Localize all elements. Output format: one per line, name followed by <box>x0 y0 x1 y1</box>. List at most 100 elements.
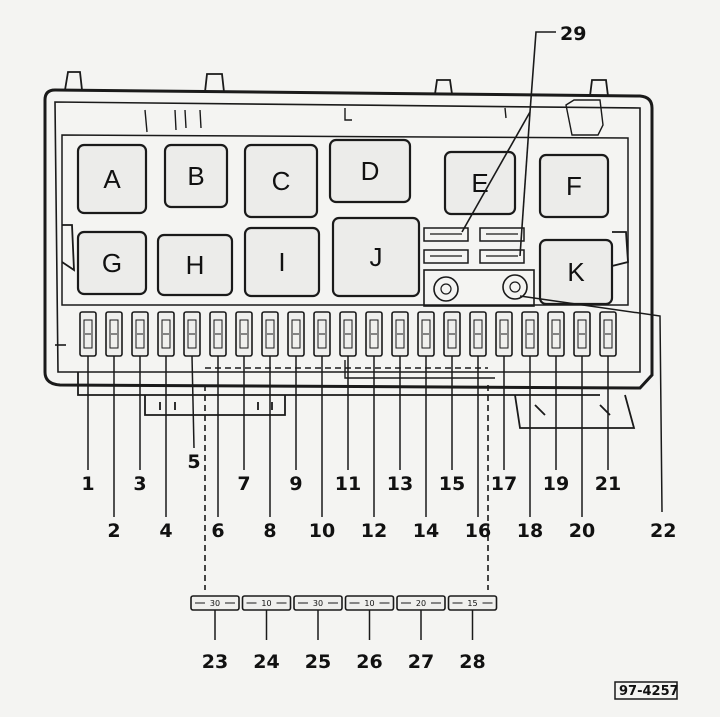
relay-label-h: H <box>186 250 205 280</box>
callout-18: 18 <box>517 520 543 542</box>
connector-right <box>502 274 528 300</box>
callout-13: 13 <box>387 473 413 495</box>
callout-11: 11 <box>335 473 361 495</box>
relay-h: H <box>156 233 234 297</box>
connector-left <box>433 276 459 302</box>
relay-f: F <box>538 153 610 219</box>
callout-2: 2 <box>107 520 120 542</box>
relay-label-i: I <box>278 247 285 277</box>
relay-label-d: D <box>361 156 380 186</box>
callout-22-leader <box>519 295 663 513</box>
spare-fuse-value-24: 10 <box>261 599 271 608</box>
relay-label-j: J <box>370 242 383 272</box>
callout-21: 21 <box>595 473 621 495</box>
spare-fuse-value-25: 30 <box>313 599 323 608</box>
spare-fuse-value-27: 20 <box>416 599 426 608</box>
fuse-slot-14 <box>417 311 435 357</box>
callout-14: 14 <box>413 520 439 542</box>
fuse-slot-15 <box>443 311 461 357</box>
callout-25: 25 <box>305 651 331 673</box>
callout-27: 27 <box>408 651 434 673</box>
relay-label-b: B <box>187 161 204 191</box>
reference-code-box <box>614 681 678 700</box>
callout-3: 3 <box>133 473 146 495</box>
callout-8: 8 <box>263 520 276 542</box>
callout-7: 7 <box>237 473 250 495</box>
relay-e: E <box>443 150 517 216</box>
leader-lines <box>87 355 609 517</box>
callout-4: 4 <box>159 520 172 542</box>
aux-mini-fuses <box>423 227 525 264</box>
spare-fuse-26: 10 26 <box>344 595 395 673</box>
callout-12: 12 <box>361 520 387 542</box>
callout-17: 17 <box>491 473 517 495</box>
fuse-slot-9 <box>287 311 305 357</box>
relay-j: J <box>331 216 421 298</box>
mini-fuse-2 <box>423 249 469 264</box>
callout-10: 10 <box>309 520 335 542</box>
fuse-row <box>79 311 617 357</box>
relay-label-f: F <box>566 171 582 201</box>
relay-b: B <box>163 143 229 209</box>
callout-29-leader <box>461 31 556 257</box>
spare-fuse-value-26: 10 <box>364 599 374 608</box>
mini-fuse-3 <box>479 227 525 242</box>
callout-29: 29 <box>560 23 586 45</box>
callout-26: 26 <box>356 651 382 673</box>
relay-label-g: G <box>102 248 122 278</box>
fuse-slot-6 <box>209 311 227 357</box>
fuse-box-housing <box>43 71 654 429</box>
fuse-slot-2 <box>105 311 123 357</box>
mini-fuse-1 <box>423 227 469 242</box>
relay-a: A <box>76 143 148 215</box>
callout-28: 28 <box>459 651 485 673</box>
fuse-slot-1 <box>79 311 97 357</box>
fuse-slot-5 <box>183 311 201 357</box>
relay-label-c: C <box>272 166 291 196</box>
callout-24: 24 <box>253 651 279 673</box>
fuse-slot-17 <box>495 311 513 357</box>
fuse-slot-13 <box>391 311 409 357</box>
fuse-slot-11 <box>339 311 357 357</box>
fuse-slot-16 <box>469 311 487 357</box>
relay-group: A B C D E F G H I J K <box>76 138 614 306</box>
callout-6: 6 <box>211 520 224 542</box>
relay-i: I <box>243 226 321 298</box>
callout-5: 5 <box>187 451 200 473</box>
leader-5 <box>191 355 195 449</box>
reference-code: 97-4257 <box>619 684 679 699</box>
callout-16: 16 <box>465 520 491 542</box>
callout-22: 22 <box>650 520 676 542</box>
relay-c: C <box>243 143 319 219</box>
relay-label-a: A <box>103 164 121 194</box>
spare-fuse-25: 30 25 <box>293 595 343 673</box>
spare-fuse-dashed-leaders <box>204 367 489 590</box>
fuse-slot-12 <box>365 311 383 357</box>
relay-label-e: E <box>471 168 488 198</box>
fuse-slot-20 <box>573 311 591 357</box>
callout-23: 23 <box>202 651 228 673</box>
relay-d: D <box>328 138 412 204</box>
fuse-slot-8 <box>261 311 279 357</box>
fuse-slot-7 <box>235 311 253 357</box>
mini-fuse-4 <box>479 249 525 264</box>
fuse-slot-19 <box>547 311 565 357</box>
relay-g: G <box>76 230 148 296</box>
relay-k: K <box>538 238 614 306</box>
fuse-slot-10 <box>313 311 331 357</box>
relay-label-k: K <box>567 257 585 287</box>
fuse-slot-21 <box>599 311 617 357</box>
callout-20: 20 <box>569 520 595 542</box>
callout-15: 15 <box>439 473 465 495</box>
callout-1: 1 <box>81 473 94 495</box>
fuse-slot-4 <box>157 311 175 357</box>
spare-fuse-24: 10 24 <box>241 595 292 673</box>
callout-19: 19 <box>543 473 569 495</box>
fuse-slot-3 <box>131 311 149 357</box>
callout-9: 9 <box>289 473 302 495</box>
